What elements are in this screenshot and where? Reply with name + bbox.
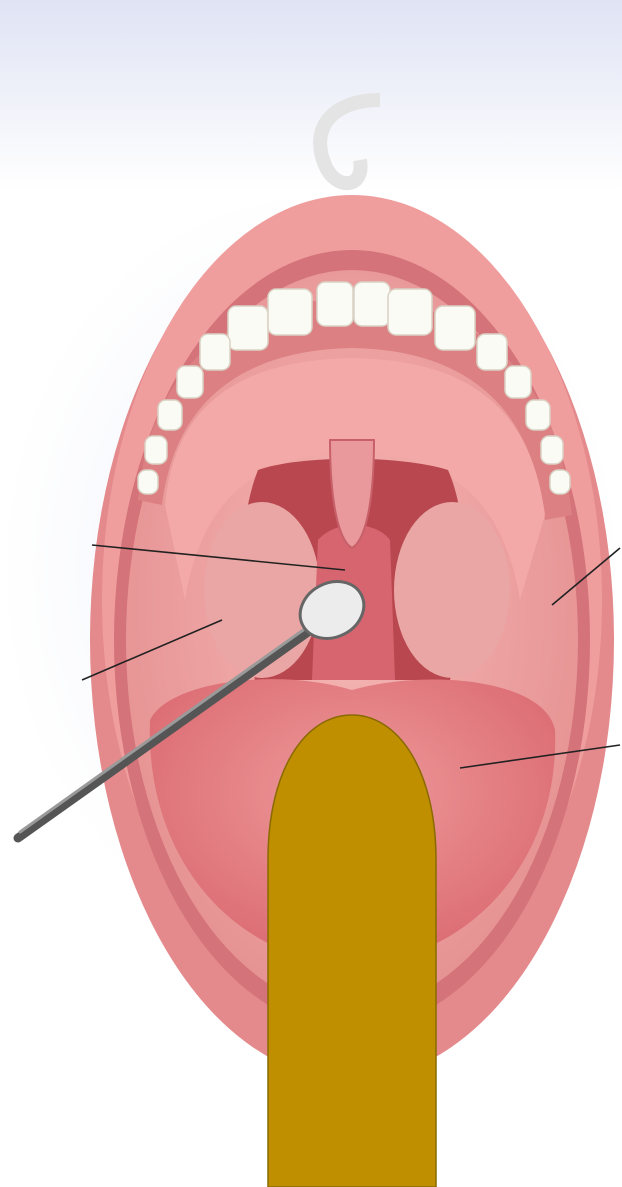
tongue-depressor bbox=[268, 715, 436, 1187]
tooth bbox=[268, 289, 312, 335]
tooth bbox=[435, 306, 475, 350]
tooth bbox=[200, 334, 230, 370]
tooth bbox=[145, 436, 167, 464]
background-band bbox=[0, 0, 622, 190]
tooth bbox=[177, 366, 203, 398]
tooth bbox=[158, 400, 182, 430]
tooth bbox=[228, 306, 268, 350]
tooth bbox=[388, 289, 432, 335]
tooth bbox=[354, 282, 390, 326]
tonsil-right bbox=[394, 502, 510, 678]
tooth bbox=[505, 366, 531, 398]
tonsil-left bbox=[204, 502, 320, 678]
tooth bbox=[138, 470, 158, 494]
tooth bbox=[317, 282, 353, 326]
tooth bbox=[550, 470, 570, 494]
tooth bbox=[541, 436, 563, 464]
tooth bbox=[477, 334, 507, 370]
tooth bbox=[526, 400, 550, 430]
